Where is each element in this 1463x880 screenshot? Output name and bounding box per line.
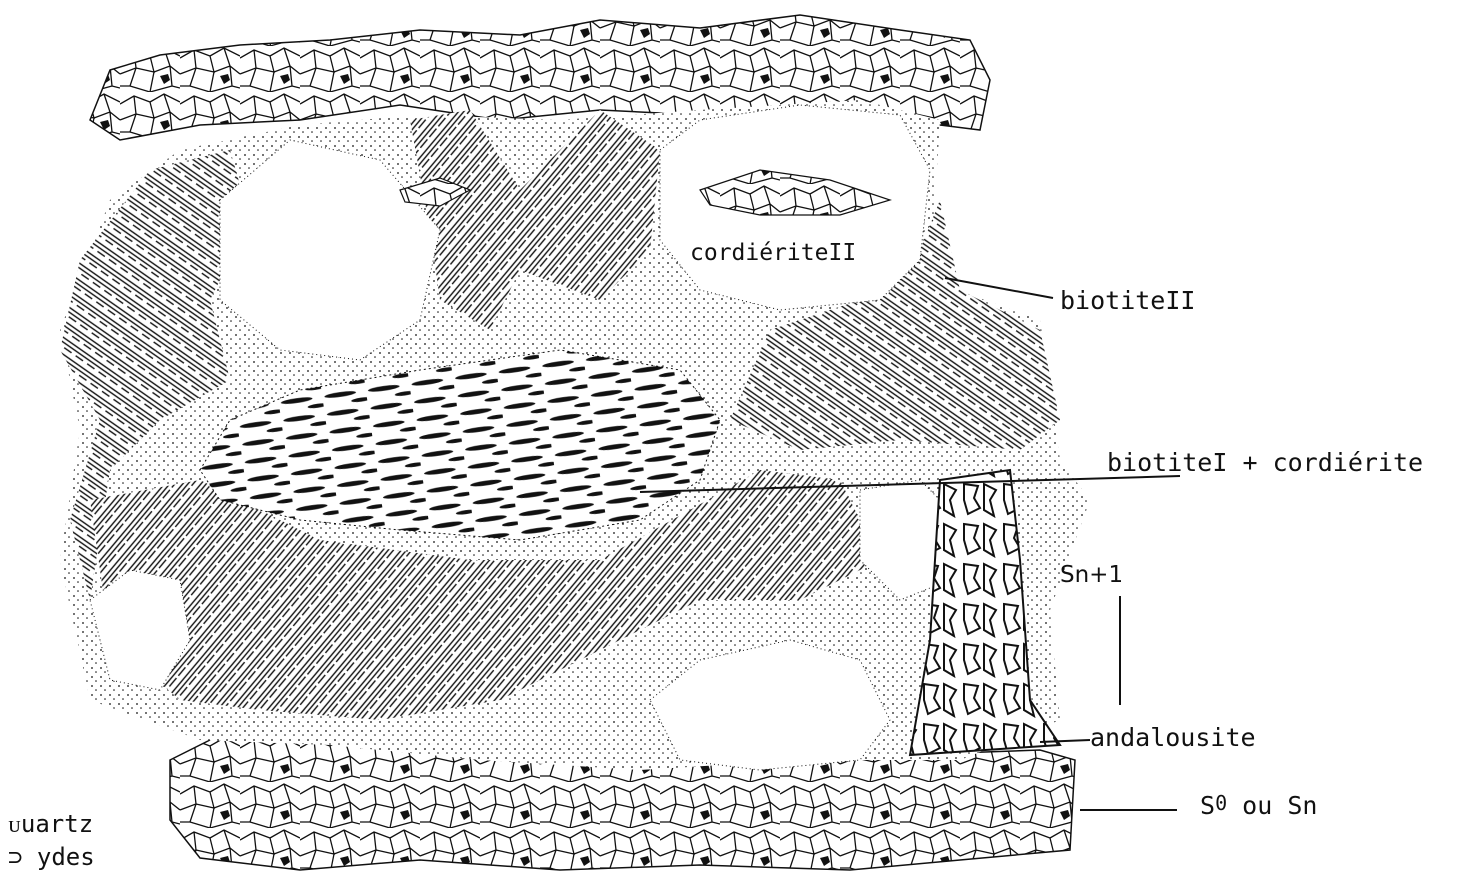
label-sn-plus-1: Sn+1	[1060, 562, 1123, 588]
label-andalousite: andalousite	[1090, 723, 1256, 752]
s0-subscript: 0	[1215, 791, 1227, 815]
label-cordierite-ii: cordiériteII	[688, 240, 858, 266]
legend-quartz: ᴜuartz	[8, 810, 93, 839]
s0-letter: S	[1200, 791, 1215, 820]
legend-oxydes: ⊃ ydes	[8, 843, 95, 871]
label-biotite-ii: biotiteII	[1060, 286, 1195, 315]
label-biotite-i-cordierite: biotiteI + cordiérite	[1107, 448, 1423, 477]
label-s0-ou-sn: S0 ou Sn	[1200, 791, 1317, 820]
s0-suffix: ou Sn	[1227, 791, 1317, 820]
